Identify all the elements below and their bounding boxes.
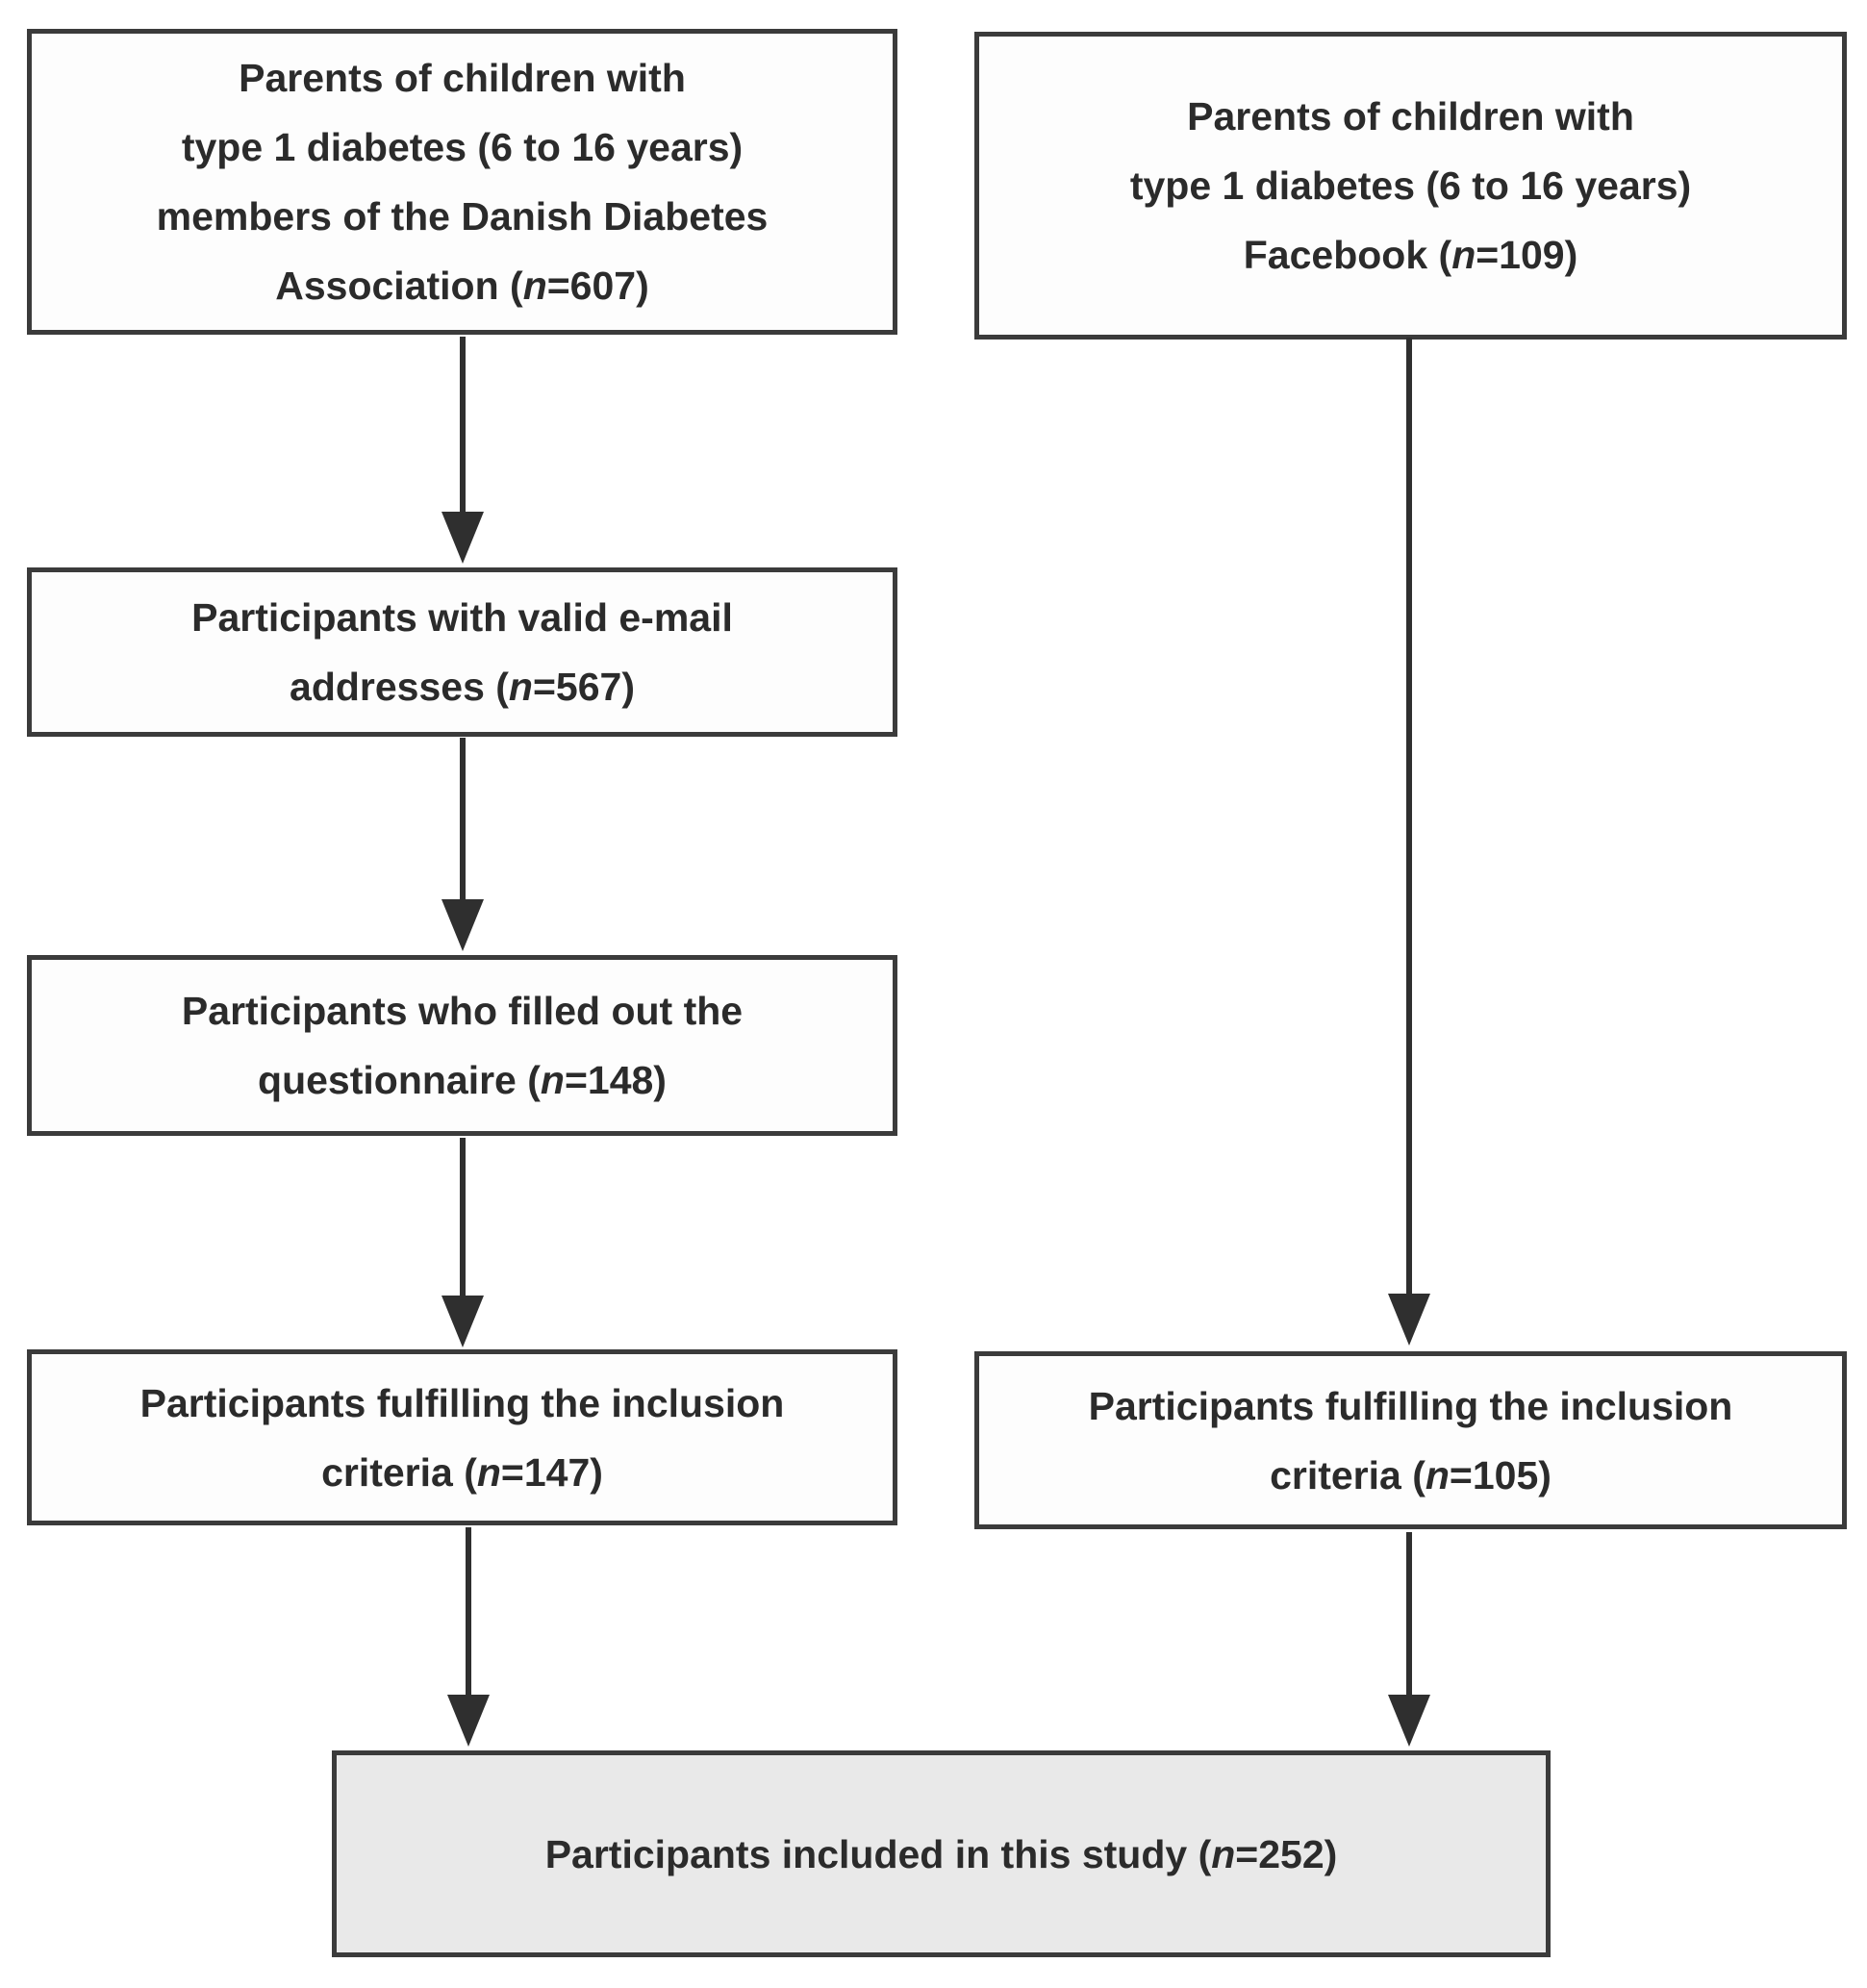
flow-arrow-inclusion-right-to-final: [1388, 1532, 1430, 1747]
arrow-shaft: [1406, 1532, 1412, 1695]
arrow-shaft: [1406, 338, 1412, 1294]
arrow-down-head-icon: [1388, 1695, 1430, 1747]
flow-arrow-email-to-questionnaire: [442, 738, 484, 951]
arrow-down-head-icon: [1388, 1294, 1430, 1346]
arrow-down-head-icon: [442, 1296, 484, 1347]
arrow-down-head-icon: [442, 899, 484, 951]
arrow-down-head-icon: [447, 1695, 490, 1747]
flow-arrow-source-to-email: [442, 337, 484, 564]
arrow-shaft: [466, 1527, 471, 1695]
flow-arrow-questionnaire-to-inclusion: [442, 1138, 484, 1347]
box-participants-included-final-text: Participants included in this study (n=2…: [544, 1831, 1338, 1876]
flow-arrow-inclusion-left-to-final: [447, 1527, 490, 1747]
arrow-shaft: [460, 337, 466, 512]
flow-arrow-facebook-to-inclusion: [1388, 338, 1430, 1346]
arrow-shaft: [460, 1138, 466, 1296]
arrow-down-head-icon: [442, 512, 484, 564]
arrow-shaft: [460, 738, 466, 899]
box-participants-included-final: Participants included in this study (n=2…: [332, 1750, 1551, 1957]
